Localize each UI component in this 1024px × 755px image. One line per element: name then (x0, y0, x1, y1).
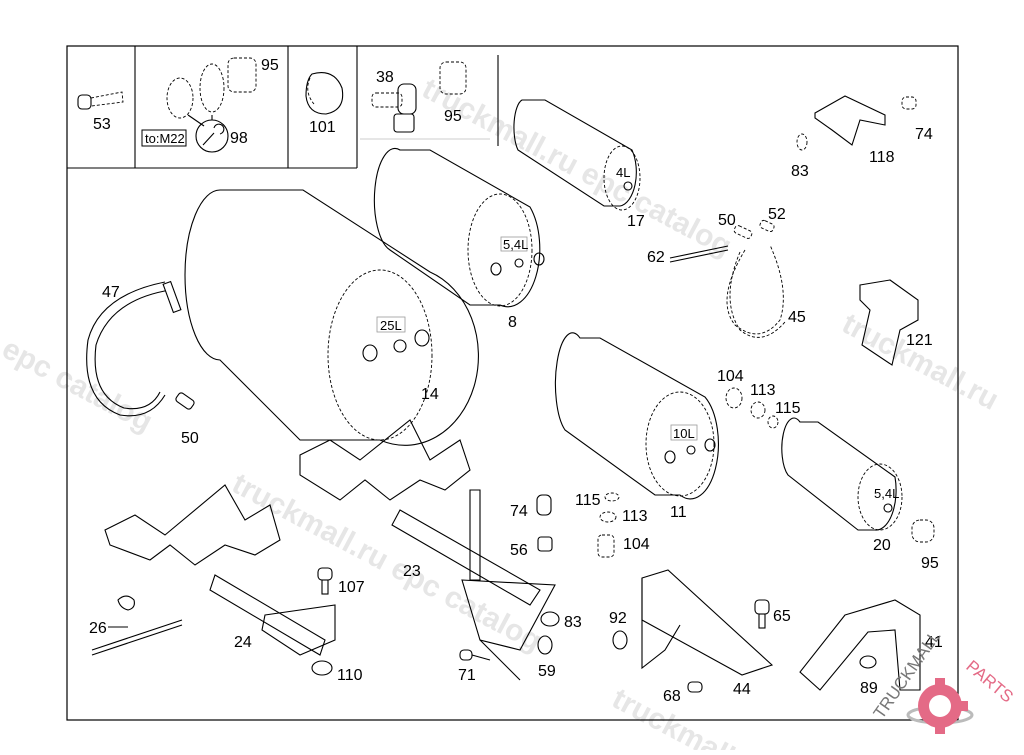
tank-capacity-label: 10L (673, 426, 695, 441)
bracket-121-drawing (859, 279, 919, 366)
tension-strap-45 (669, 219, 786, 338)
inset-note: to:M22 (145, 131, 185, 146)
callout-47: 47 (102, 284, 120, 301)
callout-23: 23 (403, 563, 421, 580)
callout-110: 110 (337, 667, 363, 684)
callout-121: 121 (906, 332, 933, 349)
callout-113: 113 (750, 382, 776, 399)
callout-41: 41 (925, 634, 943, 651)
callout-95: 95 (444, 108, 462, 125)
callout-107: 107 (338, 579, 365, 596)
callout-38: 38 (376, 69, 394, 86)
callout-26: 26 (89, 620, 107, 637)
small-hardware-drawing (311, 567, 877, 693)
callout-74: 74 (915, 126, 933, 143)
gear-icon (918, 678, 968, 734)
air-tank-10l: 10L (554, 332, 719, 500)
callout-101: 101 (309, 119, 336, 136)
watermark-text: truckmall.ru (837, 307, 1004, 417)
bracket-41-drawing (799, 599, 921, 691)
callout-83: 83 (791, 163, 809, 180)
callout-11: 11 (670, 504, 687, 521)
tank-cradle-23 (299, 419, 556, 681)
callout-115: 115 (575, 492, 601, 509)
brand-logo: TRUCKMALL PARTS (870, 627, 1017, 734)
brand-text-right: PARTS (962, 657, 1016, 707)
callout-68: 68 (663, 688, 681, 705)
tank-cradle-24 (91, 484, 336, 656)
air-tank-20l: 5,4L (373, 147, 545, 308)
callout-65: 65 (773, 608, 791, 625)
watermark-layer: truckmall.ru epc catalog truckmall.ru ep… (0, 72, 1004, 755)
fittings-drawing (536, 387, 935, 558)
callout-74: 74 (510, 503, 528, 520)
callout-118: 118 (869, 149, 895, 166)
watermark-text: epc catalog (0, 332, 158, 439)
tank-capacity-label: 25L (380, 318, 402, 333)
callout-52: 52 (768, 206, 786, 223)
callout-8: 8 (508, 314, 517, 331)
bracket-44-drawing (641, 569, 774, 676)
callout-labels: 53 95 98 101 38 95 17 83 118 74 8 14 47 … (89, 57, 943, 705)
elbow-fitting-38-drawing (371, 61, 467, 133)
callout-115: 115 (775, 400, 801, 417)
callout-17: 17 (627, 213, 645, 230)
callout-71: 71 (458, 667, 476, 684)
callout-104: 104 (623, 536, 650, 553)
callout-113: 113 (622, 508, 648, 525)
callout-44: 44 (733, 681, 751, 698)
callout-50: 50 (181, 430, 199, 447)
seal-and-plug-drawing: to:M22 (141, 57, 257, 153)
tank-capacity-label: 5,4L (874, 486, 899, 501)
bracket-118-drawing (796, 95, 917, 151)
callout-20: 20 (873, 537, 891, 554)
inset-note-box (141, 129, 187, 147)
air-tank-4l: 4L (513, 99, 641, 211)
callout-45: 45 (788, 309, 806, 326)
tank-capacity-label: 5,4L (503, 237, 528, 252)
callout-62: 62 (647, 249, 665, 266)
callout-14: 14 (421, 386, 439, 403)
callout-104: 104 (717, 368, 744, 385)
bolt-53-drawing (77, 91, 124, 110)
callout-50: 50 (718, 212, 736, 229)
callout-56: 56 (510, 542, 528, 559)
inset-boxes (67, 46, 499, 169)
cap-101-drawing (305, 72, 344, 115)
callout-59: 59 (538, 663, 556, 680)
callout-95: 95 (261, 57, 279, 74)
tank-capacity-label: 4L (616, 165, 630, 180)
callout-89: 89 (860, 680, 878, 697)
callout-24: 24 (234, 634, 252, 651)
callout-95: 95 (921, 555, 939, 572)
callout-53: 53 (93, 116, 111, 133)
tension-strap-47 (86, 280, 195, 417)
watermark-text: truckmall.ru epc catalog (417, 72, 737, 263)
diagram-frame (66, 45, 959, 721)
air-tank-25l: 25L (184, 189, 479, 446)
callout-92: 92 (609, 610, 627, 627)
callout-98: 98 (230, 130, 248, 147)
air-tank-5-4l: 5,4L (781, 417, 903, 531)
callout-83: 83 (564, 614, 582, 631)
watermark-text: truckmall.ru epc catalog (227, 467, 547, 658)
